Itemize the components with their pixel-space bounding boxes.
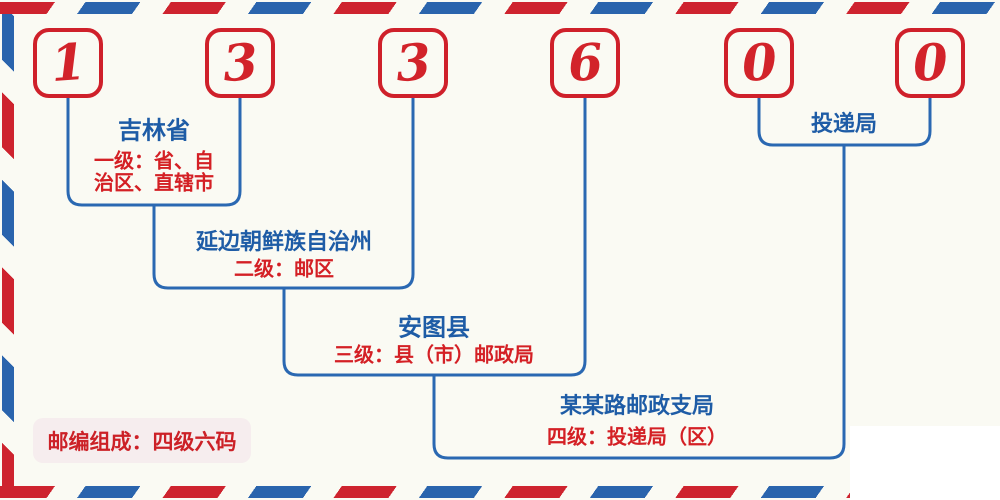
postal-digit: 0 bbox=[910, 31, 950, 94]
digit-box-5: 0 bbox=[724, 28, 794, 98]
level3-region-name: 安图县 bbox=[398, 314, 470, 342]
level2-description: 二级：邮区 bbox=[234, 258, 334, 281]
corner-white-patch bbox=[850, 426, 1000, 500]
bracket-level4 bbox=[432, 145, 846, 460]
digit-box-3: 3 bbox=[378, 28, 448, 98]
postal-digit: 6 bbox=[565, 31, 605, 94]
postal-digit: 3 bbox=[220, 31, 260, 94]
level4-region-name: 某某路邮政支局 bbox=[559, 393, 715, 418]
postal-digit: 1 bbox=[48, 31, 88, 94]
digit-box-6: 0 bbox=[895, 28, 965, 98]
postal-digit: 0 bbox=[739, 31, 779, 94]
level1-region-name: 吉林省 bbox=[118, 117, 190, 145]
level4-description: 四级：投递局（区） bbox=[547, 426, 727, 449]
postcode-composition-text: 邮编组成：四级六码 bbox=[47, 430, 237, 454]
level1-description-line2: 治区、直辖市 bbox=[94, 172, 214, 195]
postal-digit: 3 bbox=[393, 31, 433, 94]
level1-description-line1: 一级：省、自 bbox=[94, 150, 214, 173]
level2-region-name: 延边朝鲜族自治州 bbox=[195, 229, 373, 254]
postcode-composition-badge: 邮编组成：四级六码 bbox=[33, 418, 251, 463]
envelope-border-top bbox=[0, 2, 1000, 14]
bracket-delivery-digits bbox=[757, 98, 932, 147]
digit-box-1: 1 bbox=[33, 28, 103, 98]
level3-description: 三级：县（市）邮政局 bbox=[334, 344, 534, 367]
digit-box-4: 6 bbox=[550, 28, 620, 98]
digit-box-2: 3 bbox=[205, 28, 275, 98]
envelope-border-bottom bbox=[0, 486, 852, 498]
envelope-border-left bbox=[2, 14, 14, 498]
delivery-office-label: 投递局 bbox=[810, 111, 878, 136]
